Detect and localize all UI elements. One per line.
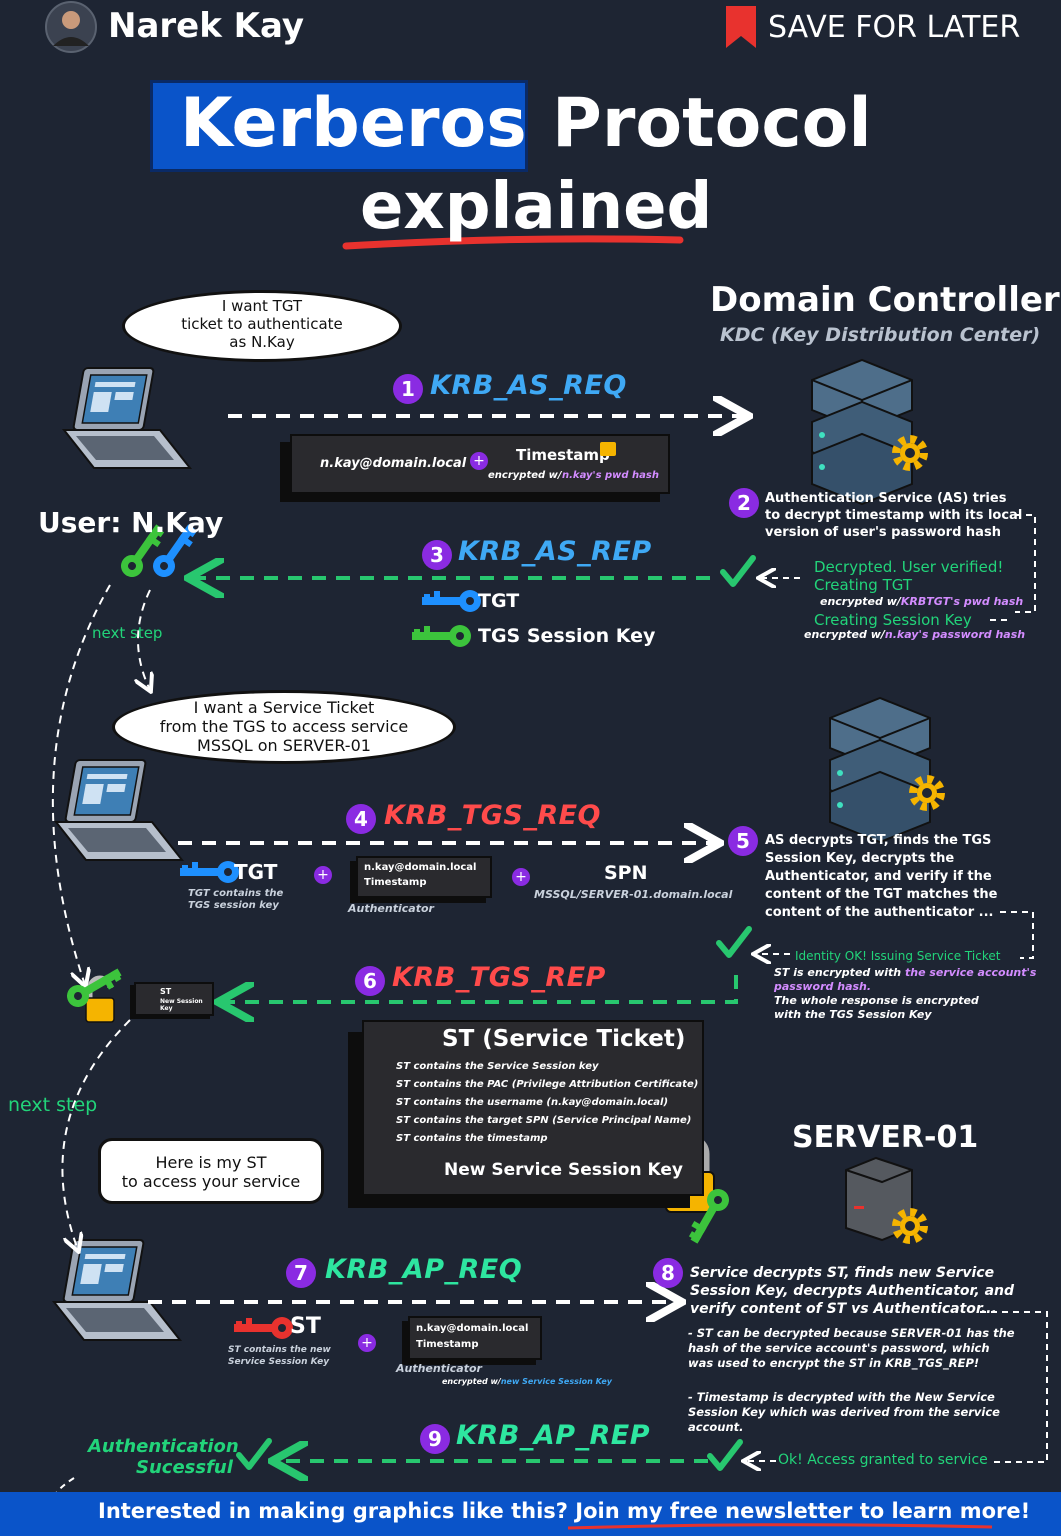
domain-controller-server-icon: [811, 359, 913, 505]
plus-icon: +: [470, 452, 488, 470]
save-for-later-label[interactable]: SAVE FOR LATER: [768, 10, 1021, 45]
mini-ticket: ST New Session Key: [134, 982, 214, 1016]
next-step-arrow: [61, 1019, 131, 1250]
domain-controller-server-icon: [829, 697, 931, 843]
arrow-tgs-rep: [222, 975, 738, 1002]
tgs-req-tgt: TGT: [234, 860, 278, 884]
newsletter-link[interactable]: Join my free newsletter: [575, 1499, 853, 1523]
step-number-8: 8: [653, 1258, 683, 1288]
step-5-description: AS decrypts TGT, finds the TGS Session K…: [765, 833, 998, 920]
step-label-ap-req: KRB_AP_REQ: [325, 1254, 523, 1285]
auth-success-line-2: Sucessful: [136, 1457, 233, 1478]
step-label-ap-rep: KRB_AP_REP: [456, 1420, 650, 1451]
step-label-tgs-rep: KRB_TGS_REP: [392, 962, 606, 993]
spn-value: MSSQL/SERVER-01.domain.local: [534, 888, 733, 901]
green-key-icon: [412, 625, 471, 647]
auth-success-line-1: Authentication: [88, 1436, 239, 1457]
laptop-icon: [55, 759, 183, 861]
as-rep-tgt: TGT: [478, 590, 520, 612]
step-label-as-req: KRB_AS_REQ: [430, 370, 627, 401]
step-number-3: 3: [422, 540, 452, 570]
step-label-as-rep: KRB_AS_REP: [458, 536, 652, 567]
st-box-title: ST (Service Ticket): [442, 1026, 686, 1052]
authenticator-label: Authenticator: [348, 902, 434, 915]
st-box-items: ST contains the Service Session key ST c…: [396, 1061, 699, 1144]
step-2-description: Authentication Service (AS) tries to dec…: [765, 491, 1023, 540]
footer-bar: [0, 1492, 1061, 1536]
access-granted-text: Ok! Access granted to service: [778, 1452, 988, 1468]
check-icon: [239, 1441, 269, 1467]
lock-icon: [600, 442, 616, 456]
blue-key-icon: [180, 861, 239, 883]
step-8-description: Service decrypts ST, finds new Service S…: [690, 1265, 1015, 1317]
as-req-user: n.kay@domain.local: [320, 456, 467, 471]
as-req-enc-key: n.kay's pwd hash: [562, 470, 659, 481]
ap-authenticator-label: Authenticator: [396, 1362, 482, 1375]
as-req-enc-prefix: encrypted w/: [488, 470, 562, 481]
step-number-5: 5: [728, 826, 758, 856]
tgs-req-tgt-note: TGT contains the TGS session key: [188, 888, 284, 911]
title-highlight: [150, 80, 528, 172]
step-number-1: 1: [393, 374, 423, 404]
laptop-icon: [63, 367, 191, 469]
next-step-label: next step: [8, 1094, 98, 1116]
blue-key-icon: [422, 590, 481, 612]
step-number-6: 6: [355, 966, 385, 996]
title-word-protocol: Protocol: [552, 84, 872, 163]
step-number-4: 4: [346, 804, 376, 834]
laptop-icon: [53, 1239, 181, 1341]
step-number-7: 7: [286, 1258, 316, 1288]
dc-creating-session-key: Creating Session Key: [814, 611, 972, 629]
check-icon: [719, 929, 749, 955]
check-icon: [723, 558, 753, 584]
red-key-icon: [234, 1317, 293, 1339]
speech-bubble-service-ticket: I want a Service Ticket from the TGS to …: [112, 690, 456, 764]
step-label-tgs-req: KRB_TGS_REQ: [384, 800, 602, 831]
ap-authenticator-box: n.kay@domain.local Timestamp: [408, 1316, 542, 1360]
step-8-detail-1: - ST can be decrypted because SERVER-01 …: [688, 1326, 1015, 1370]
dc-enc2: encrypted w/n.kay's password hash: [804, 628, 1026, 641]
plus-icon: +: [358, 1334, 376, 1352]
dc-verified-text: Decrypted. User verified!: [814, 558, 1004, 576]
next-step-arrow: [51, 584, 111, 985]
dc-enc1: encrypted w/KRBTGT's pwd hash: [820, 595, 1024, 608]
plus-icon: +: [314, 866, 332, 884]
footer-cta[interactable]: Interested in making graphics like this?…: [98, 1499, 1031, 1523]
ap-req-st: ST: [290, 1314, 321, 1339]
as-rep-tgs-key: TGS Session Key: [478, 625, 656, 647]
bookmark-icon[interactable]: [726, 6, 756, 48]
plus-icon: +: [512, 868, 530, 886]
tgs-result-details: ST is encrypted with the service account…: [774, 966, 1037, 1021]
title-word-kerberos: Kerberos: [180, 84, 527, 163]
avatar: [45, 1, 97, 53]
service-ticket-box: [362, 1020, 704, 1196]
title-word-explained: explained: [360, 170, 713, 244]
user-label: User: N.Kay: [38, 506, 224, 539]
step-number-9: 9: [420, 1424, 450, 1454]
ap-req-st-note: ST contains the new Service Session Key: [228, 1345, 331, 1367]
authenticator-box: n.kay@domain.local Timestamp: [356, 856, 492, 898]
dc-creating-tgt: Creating TGT: [814, 576, 912, 594]
spn-label: SPN: [604, 862, 648, 884]
step-number-2: 2: [729, 488, 759, 518]
speech-bubble-tgt: I want TGT ticket to authenticate as N.K…: [122, 290, 402, 362]
dc-title: Domain Controller: [710, 280, 1060, 320]
step-8-detail-2: - Timestamp is decrypted with the New Se…: [688, 1390, 1000, 1434]
as-req-timestamp: Timestamp: [516, 446, 610, 464]
author-name[interactable]: Narek Kay: [108, 6, 305, 46]
as-req-payload: n.kay@domain.local + Timestamp encrypted…: [290, 434, 670, 494]
speech-bubble-here-is-st: Here is my ST to access your service: [98, 1138, 324, 1204]
server-01-title: SERVER-01: [792, 1120, 979, 1155]
st-new-session-key: New Service Session Key: [444, 1160, 683, 1180]
check-icon: [710, 1442, 740, 1468]
next-step-label: next step: [92, 624, 163, 642]
dc-subtitle: KDC (Key Distribution Center): [720, 324, 1041, 346]
title-underline: [342, 235, 684, 250]
ap-req-enc: encrypted w/new Service Session Key: [442, 1377, 612, 1386]
identity-ok-text: Identity OK! Issuing Service Ticket: [795, 949, 1001, 963]
